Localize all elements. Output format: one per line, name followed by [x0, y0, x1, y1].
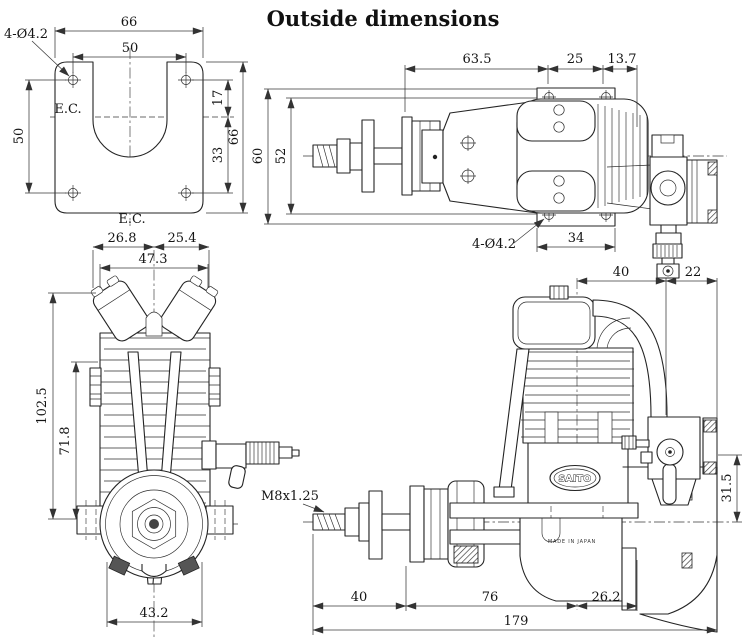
dim-plate-width-overall: 66 [121, 15, 138, 30]
side-view-dimensions: 40 22 31.5 40 76 26.2 179 [312, 265, 742, 635]
dim-plate-hole-span-x: 50 [122, 41, 139, 56]
dim-front-case-width: 43.2 [140, 606, 169, 621]
plate-ec-label-bottom: E.C. [118, 212, 145, 227]
top-view-needle-valve [652, 224, 683, 279]
plate-holes [65, 72, 194, 201]
plate-holes-callout: 4-Ø4.2 [4, 27, 48, 42]
engine-side-view: SAITO MADE IN JAPAN [303, 265, 742, 635]
saito-logo: SAITO [549, 464, 601, 492]
dim-plate-hole-span-y: 50 [12, 128, 27, 145]
dim-plate-height-overall: 66 [227, 129, 242, 146]
plate-ec-label-mid: E.C. [54, 102, 81, 117]
side-view-carburetor [621, 416, 701, 506]
dim-front-overall-height: 102.5 [35, 387, 50, 424]
mount-plate-view: 66 50 4-Ø4.2 50 17 33 66 E.C. E.C. [4, 15, 248, 227]
front-view-crankcase [99, 469, 209, 579]
dim-top-overall-height: 60 [251, 148, 266, 165]
brand-logo-text: SAITO [558, 475, 591, 485]
dim-side-overall-length: 179 [504, 614, 529, 629]
dim-side-muffler-drop: 31.5 [720, 474, 735, 503]
mount-plate-drawing [50, 48, 234, 226]
dim-plate-ec-offset-bottom: 33 [211, 147, 226, 164]
dim-front-head-offset-left: 26.8 [108, 231, 137, 246]
dim-front-upper-height: 71.8 [58, 427, 73, 456]
dim-side-case-length: 76 [482, 590, 499, 605]
dim-front-head-offset-right: 25.4 [168, 231, 197, 246]
engine-top-view: 63.5 25 13.7 60 52 4-Ø4.2 34 [251, 52, 727, 279]
top-view-holes-callout: 4-Ø4.2 [472, 237, 516, 252]
dim-side-rear-length: 26.2 [592, 590, 621, 605]
side-view-drawing: SAITO MADE IN JAPAN [303, 278, 742, 633]
shaft-thread-callout: M8x1.25 [261, 489, 319, 504]
dim-side-carb-to-muffler: 22 [685, 265, 702, 280]
top-view-drawing [303, 87, 727, 279]
mount-plate-dimensions: 66 50 4-Ø4.2 50 17 33 66 E.C. E.C. [4, 15, 248, 227]
dim-top-mount-to-rear: 13.7 [608, 52, 637, 67]
made-in-label: MADE IN JAPAN [548, 539, 596, 545]
dim-front-head-width: 47.3 [139, 252, 168, 267]
engine-front-view: 26.8 25.4 47.3 102.5 71.8 43.2 M8x1.25 [35, 231, 325, 640]
dim-top-case-height: 52 [274, 148, 289, 165]
front-right-rocker-cover [159, 275, 219, 342]
dim-top-front-to-mount: 63.5 [463, 52, 492, 67]
dim-plate-ec-offset-top: 17 [211, 90, 226, 107]
dim-side-cyl-to-carb: 40 [613, 265, 630, 280]
front-left-rocker-cover [90, 275, 150, 342]
front-view-carburetor [201, 440, 300, 489]
dim-top-mount-hole-span: 25 [567, 52, 584, 67]
top-view-dimensions: 63.5 25 13.7 60 52 4-Ø4.2 34 [251, 52, 638, 252]
page-title: Outside dimensions [267, 6, 500, 31]
front-view-dimensions: 26.8 25.4 47.3 102.5 71.8 43.2 M8x1.25 [35, 231, 325, 627]
front-view-drawing [76, 250, 300, 640]
dim-side-shaft-length: 40 [351, 590, 368, 605]
dim-top-mount-length: 34 [568, 231, 585, 246]
